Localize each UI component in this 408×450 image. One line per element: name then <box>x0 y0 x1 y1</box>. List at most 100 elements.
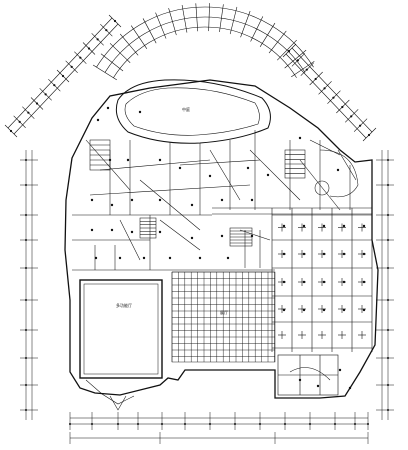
fixture-dot <box>108 158 112 162</box>
dim-dot <box>305 68 308 71</box>
fixture-dot <box>190 203 194 207</box>
axis-dot <box>387 357 389 359</box>
fan-arc <box>113 26 297 78</box>
fixture-dot <box>322 280 326 284</box>
court-label: 中庭 <box>182 106 190 112</box>
hall-grid <box>171 271 276 363</box>
fixture-dot <box>316 384 320 388</box>
axis-dot <box>259 423 261 425</box>
top-radial-fan <box>92 3 315 81</box>
axis-dot <box>25 357 27 359</box>
axis-dot <box>117 423 119 425</box>
dim-dot <box>53 84 56 87</box>
fixture-dot <box>226 256 230 260</box>
fixture-dot <box>142 256 146 260</box>
fan-arc <box>104 16 306 73</box>
fixture-dot <box>282 252 286 256</box>
fixture-dot <box>282 280 286 284</box>
fixture-dot <box>342 308 346 312</box>
fixture-dot <box>118 256 122 260</box>
fixture-dot <box>158 230 162 234</box>
fixture-dot <box>138 110 142 114</box>
hall-frame <box>171 271 276 363</box>
fan-spoke <box>208 3 210 32</box>
dim-dot <box>79 56 82 59</box>
axis-dot <box>25 239 27 241</box>
interior-line <box>89 184 251 196</box>
dim-dot <box>70 65 73 68</box>
fixture-dot <box>362 252 366 256</box>
fan-arc <box>96 6 314 68</box>
fixture-dot <box>342 224 346 228</box>
dim-dot <box>9 129 13 133</box>
axis-dimension-lines <box>20 150 394 444</box>
right-wing-rooms <box>212 207 373 396</box>
fan-spoke <box>259 22 276 47</box>
fixture-dot <box>246 166 250 170</box>
hall-label: 展厅 <box>220 309 228 315</box>
axis-dot <box>284 423 286 425</box>
curved-hall <box>115 79 271 144</box>
fixture-dot <box>298 136 302 140</box>
interior-line <box>139 179 201 231</box>
axis-dot <box>387 239 389 241</box>
axis-dot <box>234 423 236 425</box>
fan-spoke <box>250 16 264 42</box>
fixture-dot <box>198 256 202 260</box>
interior-line <box>209 149 241 201</box>
fixture-dot <box>130 198 134 202</box>
axis-dot <box>387 329 389 331</box>
entrance-door <box>109 395 127 411</box>
auditorium-room <box>79 279 163 379</box>
fixture-dot <box>90 198 94 202</box>
fixture-dot <box>158 158 162 162</box>
axis-dot <box>387 267 389 269</box>
fan-spoke <box>284 49 307 69</box>
fan-spoke <box>219 4 224 33</box>
fixture-dot <box>362 224 366 228</box>
fixture-dot <box>322 252 326 256</box>
fixture-dot <box>220 234 224 238</box>
auditorium-label: 多功能厅 <box>116 302 132 308</box>
curved-core <box>319 149 359 198</box>
fan-spoke <box>168 8 177 36</box>
fixture-dot <box>94 256 98 260</box>
interior-line <box>309 139 341 156</box>
fixture-dot <box>208 174 212 178</box>
fan-spoke <box>142 18 157 44</box>
fixture-dot <box>342 280 346 284</box>
fixture-dot <box>322 308 326 312</box>
fan-spoke <box>155 12 167 39</box>
axis-dot <box>334 423 336 425</box>
fixture-dot <box>178 166 182 170</box>
fixture-dot <box>282 308 286 312</box>
fixture-dot <box>220 198 224 202</box>
axis-dot <box>387 159 389 161</box>
fan-spoke <box>229 6 238 35</box>
interior-line <box>337 149 357 181</box>
dim-dot <box>27 111 30 114</box>
fan-spoke <box>130 25 148 49</box>
axis-dot <box>25 214 27 216</box>
axis-dot <box>387 384 389 386</box>
fixture-dot <box>302 308 306 312</box>
fixture-dot <box>336 168 340 172</box>
fixture-dot <box>302 252 306 256</box>
interior-line <box>99 159 211 171</box>
fixture-dot <box>342 252 346 256</box>
fixture-dot <box>348 386 352 390</box>
fixture-dot <box>362 280 366 284</box>
fixture-dot <box>126 158 130 162</box>
axis-dot <box>387 299 389 301</box>
axis-dot <box>309 423 311 425</box>
axis-dot <box>184 423 186 425</box>
dim-dot <box>61 74 65 78</box>
fixture-dot <box>362 308 366 312</box>
interior-line <box>119 219 141 261</box>
axis-dot <box>25 299 27 301</box>
fixture-dot <box>168 256 172 260</box>
fixture-dot <box>250 234 254 238</box>
fixture-dot <box>106 106 110 110</box>
interior-line <box>249 149 301 201</box>
